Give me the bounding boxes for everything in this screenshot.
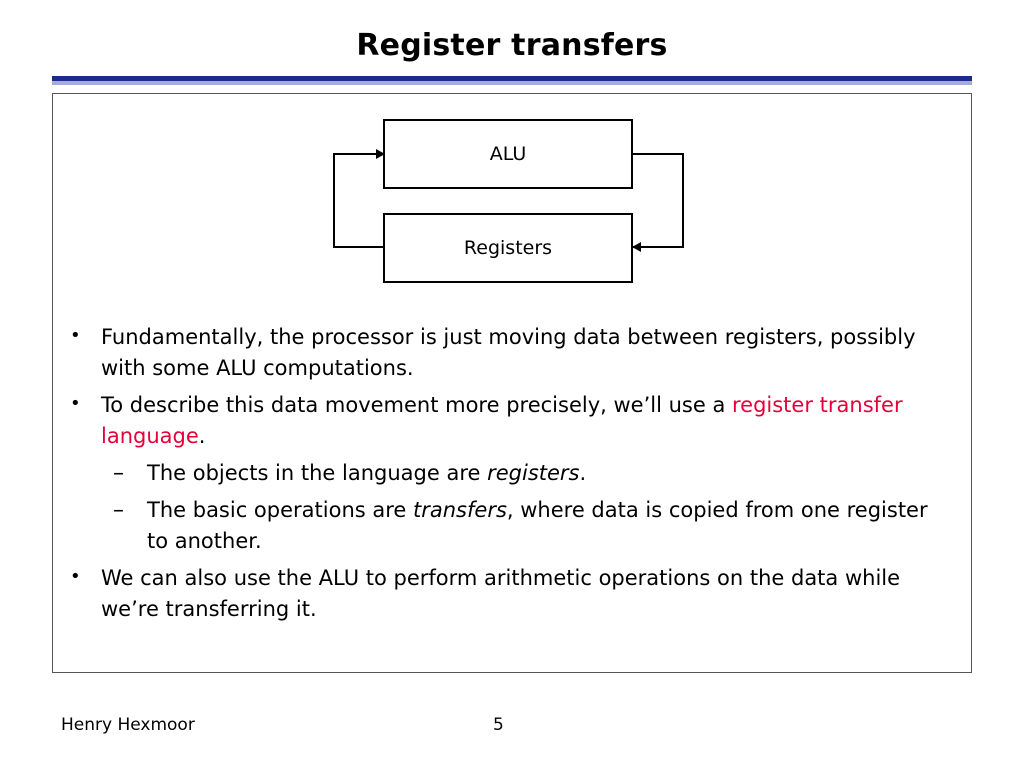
bullet-icon: •	[70, 325, 81, 346]
slide-title: Register transfers	[356, 28, 668, 63]
bullet-text: Fundamentally, the processor is just mov…	[101, 325, 916, 380]
sub-bullet-item: – The objects in the language are regist…	[53, 458, 953, 489]
dash-icon: –	[113, 498, 124, 523]
sub-bullet-item: – The basic operations are transfers, wh…	[53, 495, 953, 557]
register-transfer-diagram	[333, 149, 684, 252]
title-rule-dark	[52, 76, 972, 81]
title-rule-light	[52, 81, 972, 85]
alu-block: ALU	[383, 119, 633, 189]
alu-to-registers-arrow	[632, 153, 684, 252]
sub-bullet-text: The objects in the language are	[147, 461, 488, 485]
emphasis-term: registers	[487, 461, 580, 485]
dash-icon: –	[113, 461, 124, 486]
registers-label: Registers	[463, 237, 553, 259]
bullet-text: We can also use the ALU to perform arith…	[101, 566, 901, 621]
highlight-term: register transfer language	[101, 393, 903, 448]
alu-label: ALU	[489, 143, 527, 165]
page-number: 5	[493, 715, 504, 735]
sub-bullet-text-end: , where data is copied from one register…	[147, 498, 928, 553]
footer-author: Henry Hexmoor	[61, 715, 195, 735]
content-box: ALU Registers • Fundamentally, the proce…	[52, 93, 972, 673]
bullet-item: • Fundamentally, the processor is just m…	[53, 322, 953, 384]
bullet-icon: •	[70, 393, 81, 414]
emphasis-term: transfers	[413, 498, 507, 522]
sub-bullet-text-end: .	[579, 461, 587, 485]
bullet-item: • We can also use the ALU to perform ari…	[53, 563, 953, 625]
sub-bullet-text: The basic operations are	[147, 498, 414, 522]
bullet-icon: •	[70, 566, 81, 587]
bullet-list: • Fundamentally, the processor is just m…	[53, 322, 953, 631]
registers-to-alu-arrow	[333, 149, 385, 248]
bullet-text-end: .	[198, 424, 206, 448]
bullet-item: • To describe this data movement more pr…	[53, 390, 953, 452]
registers-block: Registers	[383, 213, 633, 283]
bullet-text: To describe this data movement more prec…	[101, 393, 732, 417]
